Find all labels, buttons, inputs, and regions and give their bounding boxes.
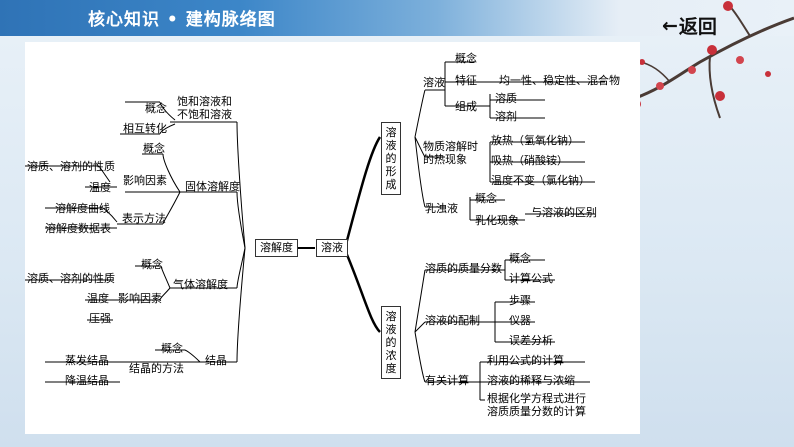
mind-map-card: 溶液 溶解度 饱和溶液和 不饱和溶液 概念 相互转化 固体溶解度 概念 影响因素… [25,42,640,434]
formation-node: 溶液的形成 [381,122,401,195]
solid-factor-nature: 溶质、溶剂的性质 [27,160,115,173]
crystal-methods: 结晶的方法 [129,362,184,375]
calc-dilution: 溶液的稀释与浓缩 [487,374,575,387]
saturation-title: 饱和溶液和 不饱和溶液 [177,95,232,121]
difference-label: 与溶液的区别 [531,206,597,219]
concentration-node: 溶液的浓度 [381,306,401,379]
mass-fraction-formula: 计算公式 [509,272,553,285]
solubility-node: 溶解度 [255,239,298,257]
cooling-crystal: 降温结晶 [65,374,109,387]
solubility-curve: 溶解度曲线 [55,202,110,215]
gas-factor-pressure: 压强 [89,312,111,325]
gas-solubility-title: 气体溶解度 [173,278,228,291]
emulsion-label: 乳浊液 [425,202,458,215]
preparation-label: 溶液的配制 [425,314,480,327]
mass-fraction-concept: 概念 [509,252,531,265]
emulsion-concept: 概念 [475,192,497,205]
page-title: 核心知识 • 建构脉络图 [88,10,276,30]
solution-feature: 特征 [455,74,477,87]
thermal-exothermic: 放热（氢氧化钠） [491,134,579,147]
center-node: 溶液 [316,239,348,257]
crystal-concept: 概念 [161,342,183,355]
solid-factor-temperature: 温度 [89,181,111,194]
gas-factor-temperature: 温度 [87,292,109,305]
connector-lines [25,61,605,401]
solution-label: 溶液 [423,76,445,89]
plum-blossom-decoration [629,1,794,119]
solid-methods: 表示方法 [122,212,166,225]
thermal-phenomena: 物质溶解时 的热现象 [423,140,478,166]
solute-label: 溶质 [495,92,517,105]
back-label: 返回 [678,16,717,38]
saturation-concept: 概念 [145,102,167,115]
solubility-table: 溶解度数据表 [45,222,111,235]
prep-steps: 步骤 [509,294,531,307]
title-bar: 核心知识 • 建构脉络图 [0,0,794,36]
gas-factors: 影响因素 [118,292,162,305]
solid-factors: 影响因素 [123,174,167,187]
solid-solubility-title: 固体溶解度 [185,180,240,193]
calculation-label: 有关计算 [425,374,469,387]
gas-factor-nature: 溶质、溶剂的性质 [27,272,115,285]
thermal-endothermic: 吸热（硝酸铵） [491,154,568,167]
solid-concept: 概念 [143,142,165,155]
feature-value: 均一性、稳定性、混合物 [499,74,620,87]
solution-concept: 概念 [455,52,477,65]
gas-concept: 概念 [141,258,163,271]
emulsification-label: 乳化现象 [475,214,519,227]
prep-instruments: 仪器 [509,314,531,327]
back-button[interactable]: ← 返回 [662,12,717,39]
saturation-conversion: 相互转化 [123,122,167,135]
thermal-unchanged: 温度不变（氯化钠） [491,174,590,187]
prep-error-analysis: 误差分析 [509,334,553,347]
mass-fraction-label: 溶质的质量分数 [425,262,502,275]
calc-equation: 根据化学方程式进行 溶质质量分数的计算 [487,392,586,418]
crystal-title: 结晶 [205,354,227,367]
evaporation-crystal: 蒸发结晶 [65,354,109,367]
calc-formula: 利用公式的计算 [487,354,564,367]
solution-composition: 组成 [455,100,477,113]
left-arrow-icon: ← [662,14,678,37]
solvent-label: 溶剂 [495,110,517,123]
